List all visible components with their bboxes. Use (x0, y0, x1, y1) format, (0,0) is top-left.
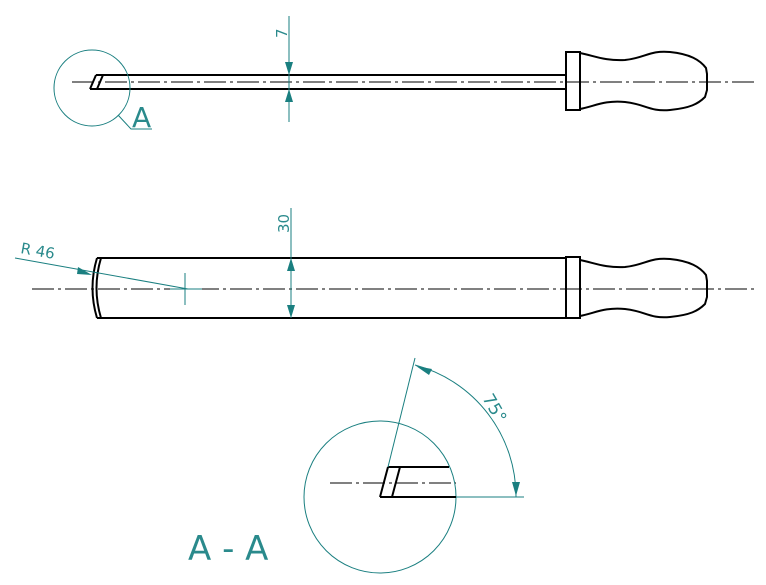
radius-text: R 46 (19, 239, 56, 263)
angle-arc (414, 364, 517, 498)
detail-circle-a (53, 49, 131, 127)
radius-arrow (77, 267, 92, 275)
top-handle-collar (565, 51, 581, 111)
section-title: A - A (188, 529, 268, 569)
angle-arrows (416, 366, 520, 496)
side-handle-grip (579, 257, 708, 319)
dim-7-text: 7 (273, 28, 291, 38)
radius-leader (14, 257, 189, 290)
side-handle-collar (565, 256, 581, 319)
side-shaft (91, 257, 566, 319)
detail-leader (117, 114, 152, 130)
top-handle-grip (579, 50, 708, 112)
dim-7-arrows (285, 62, 293, 102)
section-view: 75° A - A (188, 357, 524, 574)
side-view: R 46 30 (14, 208, 755, 319)
top-view: A 7 (53, 16, 755, 134)
detail-label: A (132, 101, 151, 134)
dim-30-text: 30 (275, 214, 293, 233)
top-shaft (89, 74, 566, 90)
angle-extension-inclined (387, 357, 416, 468)
radius-center-mark (170, 273, 202, 305)
dim-30-arrows (287, 258, 295, 318)
section-shaft-tip (379, 466, 456, 498)
angle-text: 75° (478, 391, 510, 427)
